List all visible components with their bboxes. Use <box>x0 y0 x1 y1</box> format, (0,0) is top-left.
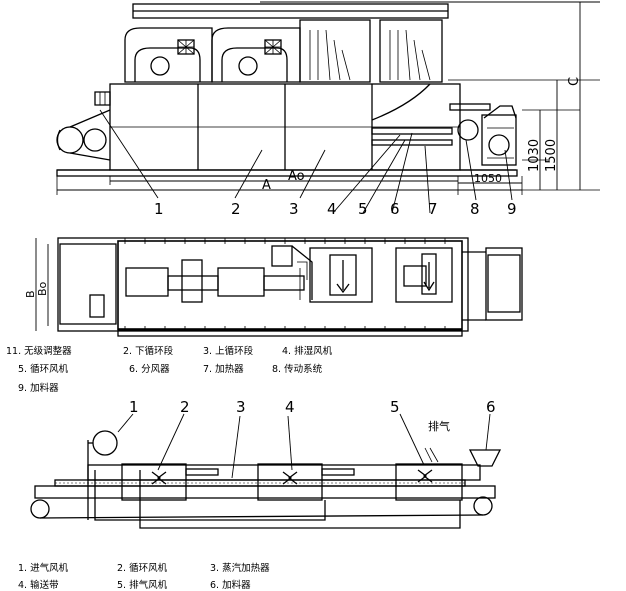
legend1-item-1: 11. 无级调整器 <box>6 346 72 357</box>
stepless-regulator <box>94 91 111 106</box>
legend1-item-4: 4. 排湿风机 <box>282 346 333 357</box>
legend1-item-9: 9. 加料器 <box>18 383 59 394</box>
dim-1030: 1030 <box>527 139 542 172</box>
conveyor-belt <box>34 485 496 499</box>
flow-numbers: 1 2 3 4 5 6 排气 <box>129 398 496 433</box>
dim-bo: Bo <box>36 281 49 296</box>
legend1-item-7: 7. 加热器 <box>203 364 244 375</box>
flow-left-drum <box>30 499 50 519</box>
upper-fan-housing-1 <box>124 27 213 83</box>
plan-outline <box>57 237 469 332</box>
elevation-view <box>56 1 600 214</box>
circ-fan-2 <box>282 471 298 485</box>
callout-7: 7 <box>428 200 438 218</box>
plan-drive-motor <box>403 265 427 287</box>
exhaust-fan <box>417 469 433 483</box>
inlet-fan <box>92 430 118 456</box>
flow-callout-2: 2 <box>180 398 190 416</box>
legend1-item-3: 3. 上循环段 <box>203 346 254 357</box>
chamber-1 <box>121 463 187 501</box>
plan-motor-2 <box>217 267 265 297</box>
exhaust-label: 排气 <box>428 419 450 433</box>
legend2-item-3: 3. 蒸汽加热器 <box>210 563 270 574</box>
flow-callout-3: 3 <box>236 398 246 416</box>
flow-callout-1: 1 <box>129 398 139 416</box>
circ-fan-1 <box>151 471 167 485</box>
plan-fan-1 <box>181 259 203 303</box>
callout-6: 6 <box>390 200 400 218</box>
flow-callout-6: 6 <box>486 398 496 416</box>
plan-regulator <box>89 294 105 318</box>
left-drum <box>56 126 84 154</box>
legend1-item-8: 8. 传动系统 <box>272 364 323 375</box>
flow-callout-4: 4 <box>285 398 295 416</box>
callout-4: 4 <box>327 200 337 218</box>
plan-circ-fan <box>329 254 357 296</box>
legend2-item-1: 1. 进气风机 <box>18 563 69 574</box>
flow-view <box>30 413 502 529</box>
base-frame <box>56 169 518 177</box>
callout-5: 5 <box>358 200 368 218</box>
plan-motor-1 <box>125 267 169 297</box>
legend1-item-5: 5. 循环风机 <box>18 364 69 375</box>
legend2-item-5: 5. 排气风机 <box>117 580 168 591</box>
plan-view <box>35 237 523 337</box>
dim-ao: Ao <box>288 169 305 184</box>
drive-system <box>481 114 517 166</box>
elevation-numbers: 1 2 3 4 5 6 7 8 9 Ao A 1050 1030 1500 C … <box>24 77 582 298</box>
dim-1050: 1050 <box>474 172 502 185</box>
callout-3: 3 <box>289 200 299 218</box>
legend1-item-6: 6. 分风器 <box>129 364 170 375</box>
callout-8: 8 <box>470 200 480 218</box>
heater-plate <box>371 139 453 146</box>
legend2-item-4: 4. 输送带 <box>18 580 59 591</box>
dim-1500: 1500 <box>544 139 559 172</box>
legend2-item-2: 2. 循环风机 <box>117 563 168 574</box>
plan-feeder <box>485 247 523 321</box>
legend1-item-2: 2. 下循环段 <box>123 346 174 357</box>
legend2-item-6: 6. 加料器 <box>210 580 251 591</box>
plan-frame <box>117 240 463 330</box>
dim-b: B <box>24 290 37 298</box>
chamber-2 <box>257 463 323 501</box>
callout-2: 2 <box>231 200 241 218</box>
dim-a: A <box>262 178 271 193</box>
upper-fan-housing-2 <box>211 27 301 83</box>
dim-c: C <box>567 77 582 86</box>
flow-feeder <box>468 449 502 467</box>
callout-1: 1 <box>154 200 164 218</box>
chamber-3 <box>395 463 463 501</box>
plan-exhaust-fan <box>271 245 293 267</box>
callout-9: 9 <box>507 200 517 218</box>
feeder-hopper <box>483 105 517 119</box>
drive-wheel <box>457 119 479 141</box>
flow-callout-5: 5 <box>390 398 400 416</box>
flow-right-drum <box>473 496 493 516</box>
